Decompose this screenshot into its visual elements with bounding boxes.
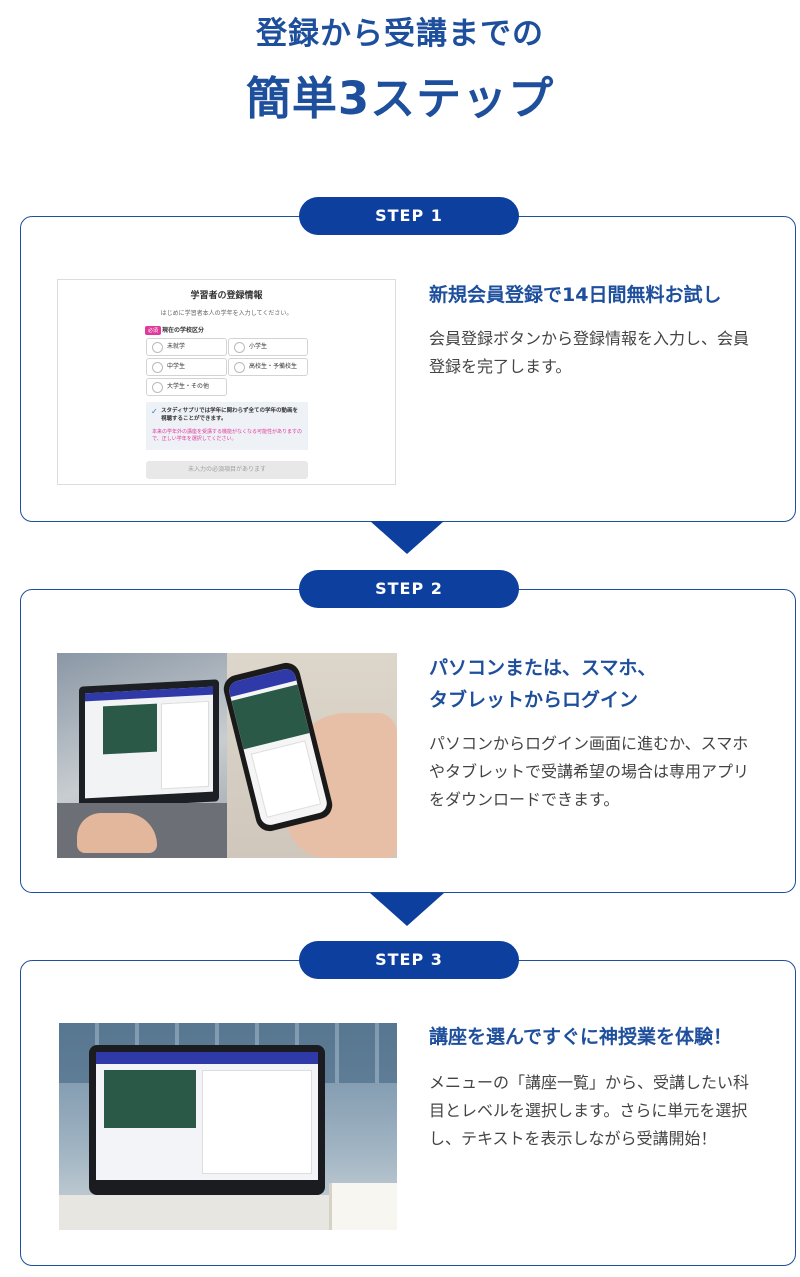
lecture-photo <box>59 1023 397 1230</box>
book <box>329 1183 397 1230</box>
form-title: 学習者の登録情報 <box>190 291 263 301</box>
monitor-icon <box>89 1045 325 1195</box>
step-1-card: STEP 1 学習者の登録情報 はじめに学習者本人の学年を入力してください。 必… <box>20 197 796 522</box>
step-1-title: 新規会員登録で14日間無料お試し <box>429 284 722 306</box>
option-preschool[interactable]: 未就学 <box>146 338 227 356</box>
step-2-title: パソコンまたは、スマホ、 タブレットからログイン <box>429 652 769 716</box>
laptop-icon <box>79 679 219 809</box>
warning-text: 本来の学年外の講座を受講する機能がなくなる可能性がありますので、正しい学年を選択… <box>152 429 303 442</box>
step-2-card: STEP 2 パソコンまたは <box>20 570 796 893</box>
down-arrow-icon <box>370 521 444 554</box>
step-1-body: 会員登録ボタンから登録情報を入力し、会員登録を完了します。 <box>429 329 750 376</box>
step-3-body: メニューの「講座一覧」から、受講したい科目とレベルを選択します。さらに単元を選択… <box>429 1073 750 1148</box>
check-icon: ✓ <box>151 407 158 416</box>
school-type-label: 現在の学校区分 <box>162 327 205 334</box>
notice-text: スタディサプリでは学年に関わらず全ての学年の動画を視聴することができます。 <box>161 408 299 422</box>
required-badge: 必須 <box>145 326 162 335</box>
step-3-badge: STEP 3 <box>299 941 519 979</box>
down-arrow-icon <box>370 893 444 926</box>
step-3-title: 講座を選んですぐに神授業を体験！ <box>429 1026 733 1048</box>
option-elementary[interactable]: 小学生 <box>228 338 308 356</box>
step-3-card: STEP 3 講座を選んですぐに神授業を体験！ メニューの「講座一覧」から、受講… <box>20 941 796 1266</box>
step-2-badge: STEP 2 <box>299 570 519 608</box>
step-1-badge: STEP 1 <box>299 197 519 235</box>
step-2-title-line1: パソコンまたは、スマホ、 <box>429 657 657 679</box>
registration-form-screenshot: 学習者の登録情報 はじめに学習者本人の学年を入力してください。 必須 現在の学校… <box>57 279 396 485</box>
smartphone-icon <box>220 659 336 835</box>
option-university[interactable]: 大学生・その他 <box>146 378 227 396</box>
option-high-school[interactable]: 高校生・予備校生 <box>228 358 308 376</box>
form-subtitle: はじめに学習者本人の学年を入力してください。 <box>160 310 293 317</box>
devices-photo <box>57 653 397 858</box>
form-notice: ✓ スタディサプリでは学年に関わらず全ての学年の動画を視聴することができます。 … <box>146 402 308 450</box>
header-subtitle: 登録から受講までの <box>256 16 544 52</box>
header-title: 簡単3ステップ <box>245 72 555 125</box>
smartphone-photo <box>220 653 397 858</box>
laptop-photo <box>57 653 227 858</box>
hand <box>77 813 157 853</box>
step-2-body: パソコンからログイン画面に進むか、スマホやタブレットで受講希望の場合は専用アプリ… <box>429 734 750 809</box>
form-submit-button[interactable]: 未入力の必須項目があります <box>146 461 308 479</box>
option-junior-high[interactable]: 中学生 <box>146 358 227 376</box>
step-2-title-line2: タブレットからログイン <box>429 689 639 711</box>
